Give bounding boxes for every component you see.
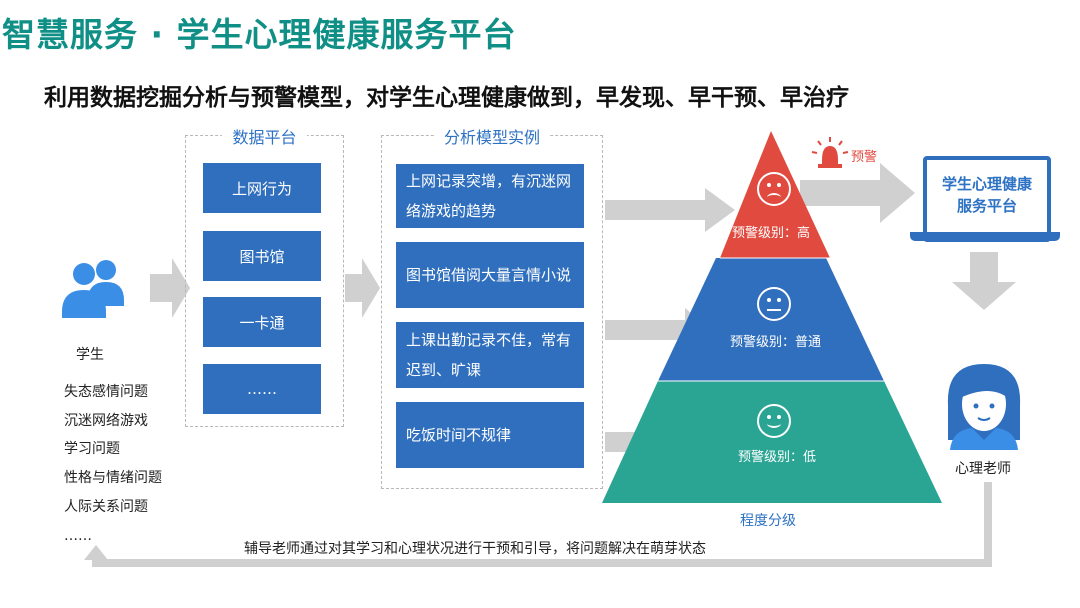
platform-laptop-icon: 学生心理健康 服务平台 — [923, 156, 1051, 242]
data-source-box: 一卡通 — [203, 297, 321, 347]
list-item: 沉迷网络游戏 — [64, 412, 148, 429]
pyramid-label-normal: 预警级别：普通 — [730, 335, 822, 350]
data-platform-panel: 数据平台 上网行为 图书馆 一卡通 …… — [185, 128, 344, 427]
list-item: 性格与情绪问题 — [64, 470, 162, 487]
arrow-platform-to-teacher — [952, 252, 1016, 310]
list-item: 人际关系问题 — [64, 498, 148, 515]
list-item: …… — [64, 527, 92, 544]
teacher-icon — [947, 364, 1021, 450]
analysis-panel: 分析模型实例 上网记录突增，有沉迷网络游戏的趋势 图书馆借阅大量言情小说 上课出… — [381, 128, 603, 489]
arrow-student-to-data — [150, 258, 190, 318]
smile-face-icon — [757, 404, 791, 438]
alarm-icon — [811, 137, 849, 168]
alert-label: 预警 — [851, 150, 878, 165]
arrow-pyramid-to-platform — [800, 163, 915, 223]
data-source-box: 上网行为 — [203, 163, 321, 213]
student-label: 学生 — [76, 347, 104, 363]
sad-face-icon — [757, 172, 791, 206]
analysis-case-box: 上课出勤记录不佳，常有迟到、旷课 — [396, 322, 584, 388]
data-platform-title: 数据平台 — [222, 128, 307, 147]
pyramid-label-low: 预警级别：低 — [738, 450, 817, 465]
pyramid-level-low — [602, 381, 942, 503]
student-issue-list: 失态感情问题 沉迷网络游戏 学习问题 性格与情绪问题 人际关系问题 …… — [64, 378, 162, 550]
analysis-title: 分析模型实例 — [433, 128, 550, 147]
feedback-arrow-head — [84, 545, 108, 560]
pyramid-caption: 程度分级 — [740, 513, 796, 529]
analysis-case-box: 图书馆借阅大量言情小说 — [396, 242, 584, 308]
neutral-face-icon — [757, 287, 791, 321]
laptop-base — [910, 232, 1060, 241]
feedback-text: 辅导老师通过对其学习和心理状况进行干预和引导，将问题解决在萌芽状态 — [244, 541, 706, 557]
list-item: 失态感情问题 — [64, 384, 148, 400]
analysis-case-box: 上网记录突增，有沉迷网络游戏的趋势 — [396, 164, 584, 228]
data-source-box: 图书馆 — [203, 231, 321, 281]
page-subtitle: 利用数据挖掘分析与预警模型，对学生心理健康做到，早发现、早干预、早治疗 — [44, 85, 849, 111]
page-title: 智慧服务 · 学生心理健康服务平台 — [2, 15, 517, 54]
student-icon — [62, 260, 124, 318]
list-item: 学习问题 — [64, 441, 120, 458]
arrow-data-to-analysis — [345, 258, 380, 318]
teacher-label: 心理老师 — [955, 461, 1011, 477]
pyramid-label-high: 预警级别：高 — [732, 226, 811, 241]
data-source-box: …… — [203, 364, 321, 414]
analysis-case-box: 吃饭时间不规律 — [396, 402, 584, 468]
arrow-analysis-to-high — [605, 188, 735, 232]
platform-name-line2: 服务平台 — [956, 197, 1017, 215]
platform-name-line1: 学生心理健康 — [941, 175, 1032, 193]
